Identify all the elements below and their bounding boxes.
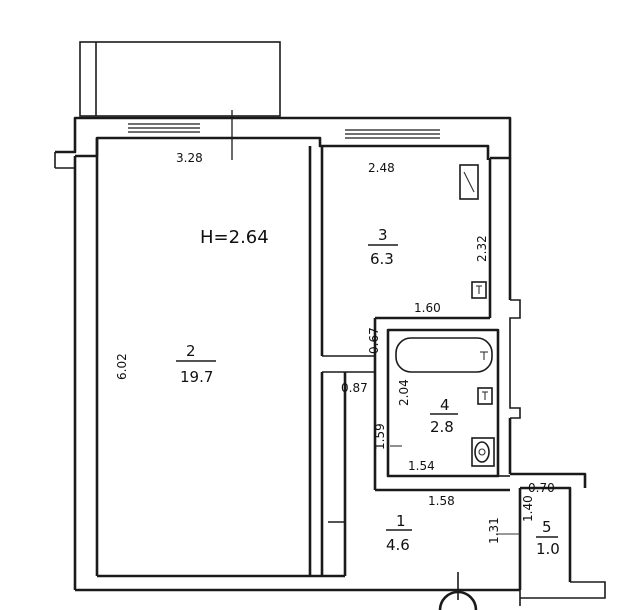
dim-room2-width: 3.28 [176, 151, 203, 165]
dim-hall-side: 1.31 [487, 517, 501, 544]
window-room2 [128, 110, 233, 160]
dim-bath-left: 1.59 [373, 423, 387, 450]
dim-kitchen-length: 2.32 [475, 235, 489, 262]
room-3-area: 6.3 [370, 250, 394, 268]
dim-bath-bottom: 1.54 [408, 459, 435, 473]
room-4-area: 2.8 [430, 418, 454, 436]
kitchen-stove [459, 164, 479, 200]
room-2-number: 2 [186, 342, 196, 360]
room-5-number: 5 [542, 518, 552, 536]
dim-corridor-width: 0.87 [341, 381, 368, 395]
entrance-door-arc [438, 590, 478, 610]
room-3: 3 6.3 [368, 226, 398, 268]
outer-walls [54, 116, 606, 606]
interior-walls [308, 146, 510, 600]
room-3-number: 3 [378, 226, 388, 244]
room-2: 2 19.7 [176, 342, 216, 386]
dim-closet-length: 1.40 [521, 495, 535, 522]
room-5: 5 1.0 [536, 518, 560, 558]
window-kitchen [345, 129, 440, 139]
dim-closet-width: 0.70 [528, 481, 555, 495]
dim-bath-side: 2.04 [397, 379, 411, 406]
dim-kitchen-bottom: 1.60 [414, 301, 441, 315]
room-1-number: 1 [396, 512, 406, 530]
dim-room2-length: 6.02 [115, 353, 129, 380]
room-4-number: 4 [440, 396, 450, 414]
room-5-area: 1.0 [536, 540, 560, 558]
dim-bath-top-gap: 0.67 [367, 327, 381, 354]
room-4: 4 2.8 [430, 396, 458, 436]
kitchen-sink [471, 281, 487, 299]
balcony [79, 41, 281, 117]
room-1: 1 4.6 [386, 512, 412, 554]
room-2-area: 19.7 [180, 368, 213, 386]
dim-hall-top: 1.58 [428, 494, 455, 508]
dim-kitchen-width: 2.48 [368, 161, 395, 175]
toilet [471, 437, 495, 467]
dimensions: 3.28 6.02 2.48 2.32 1.60 0.67 0.87 2.04 … [115, 151, 555, 544]
bathtub [395, 337, 493, 373]
ceiling-height: H=2.64 [200, 227, 269, 248]
room-1-area: 4.6 [386, 536, 410, 554]
washbasin [477, 387, 493, 405]
